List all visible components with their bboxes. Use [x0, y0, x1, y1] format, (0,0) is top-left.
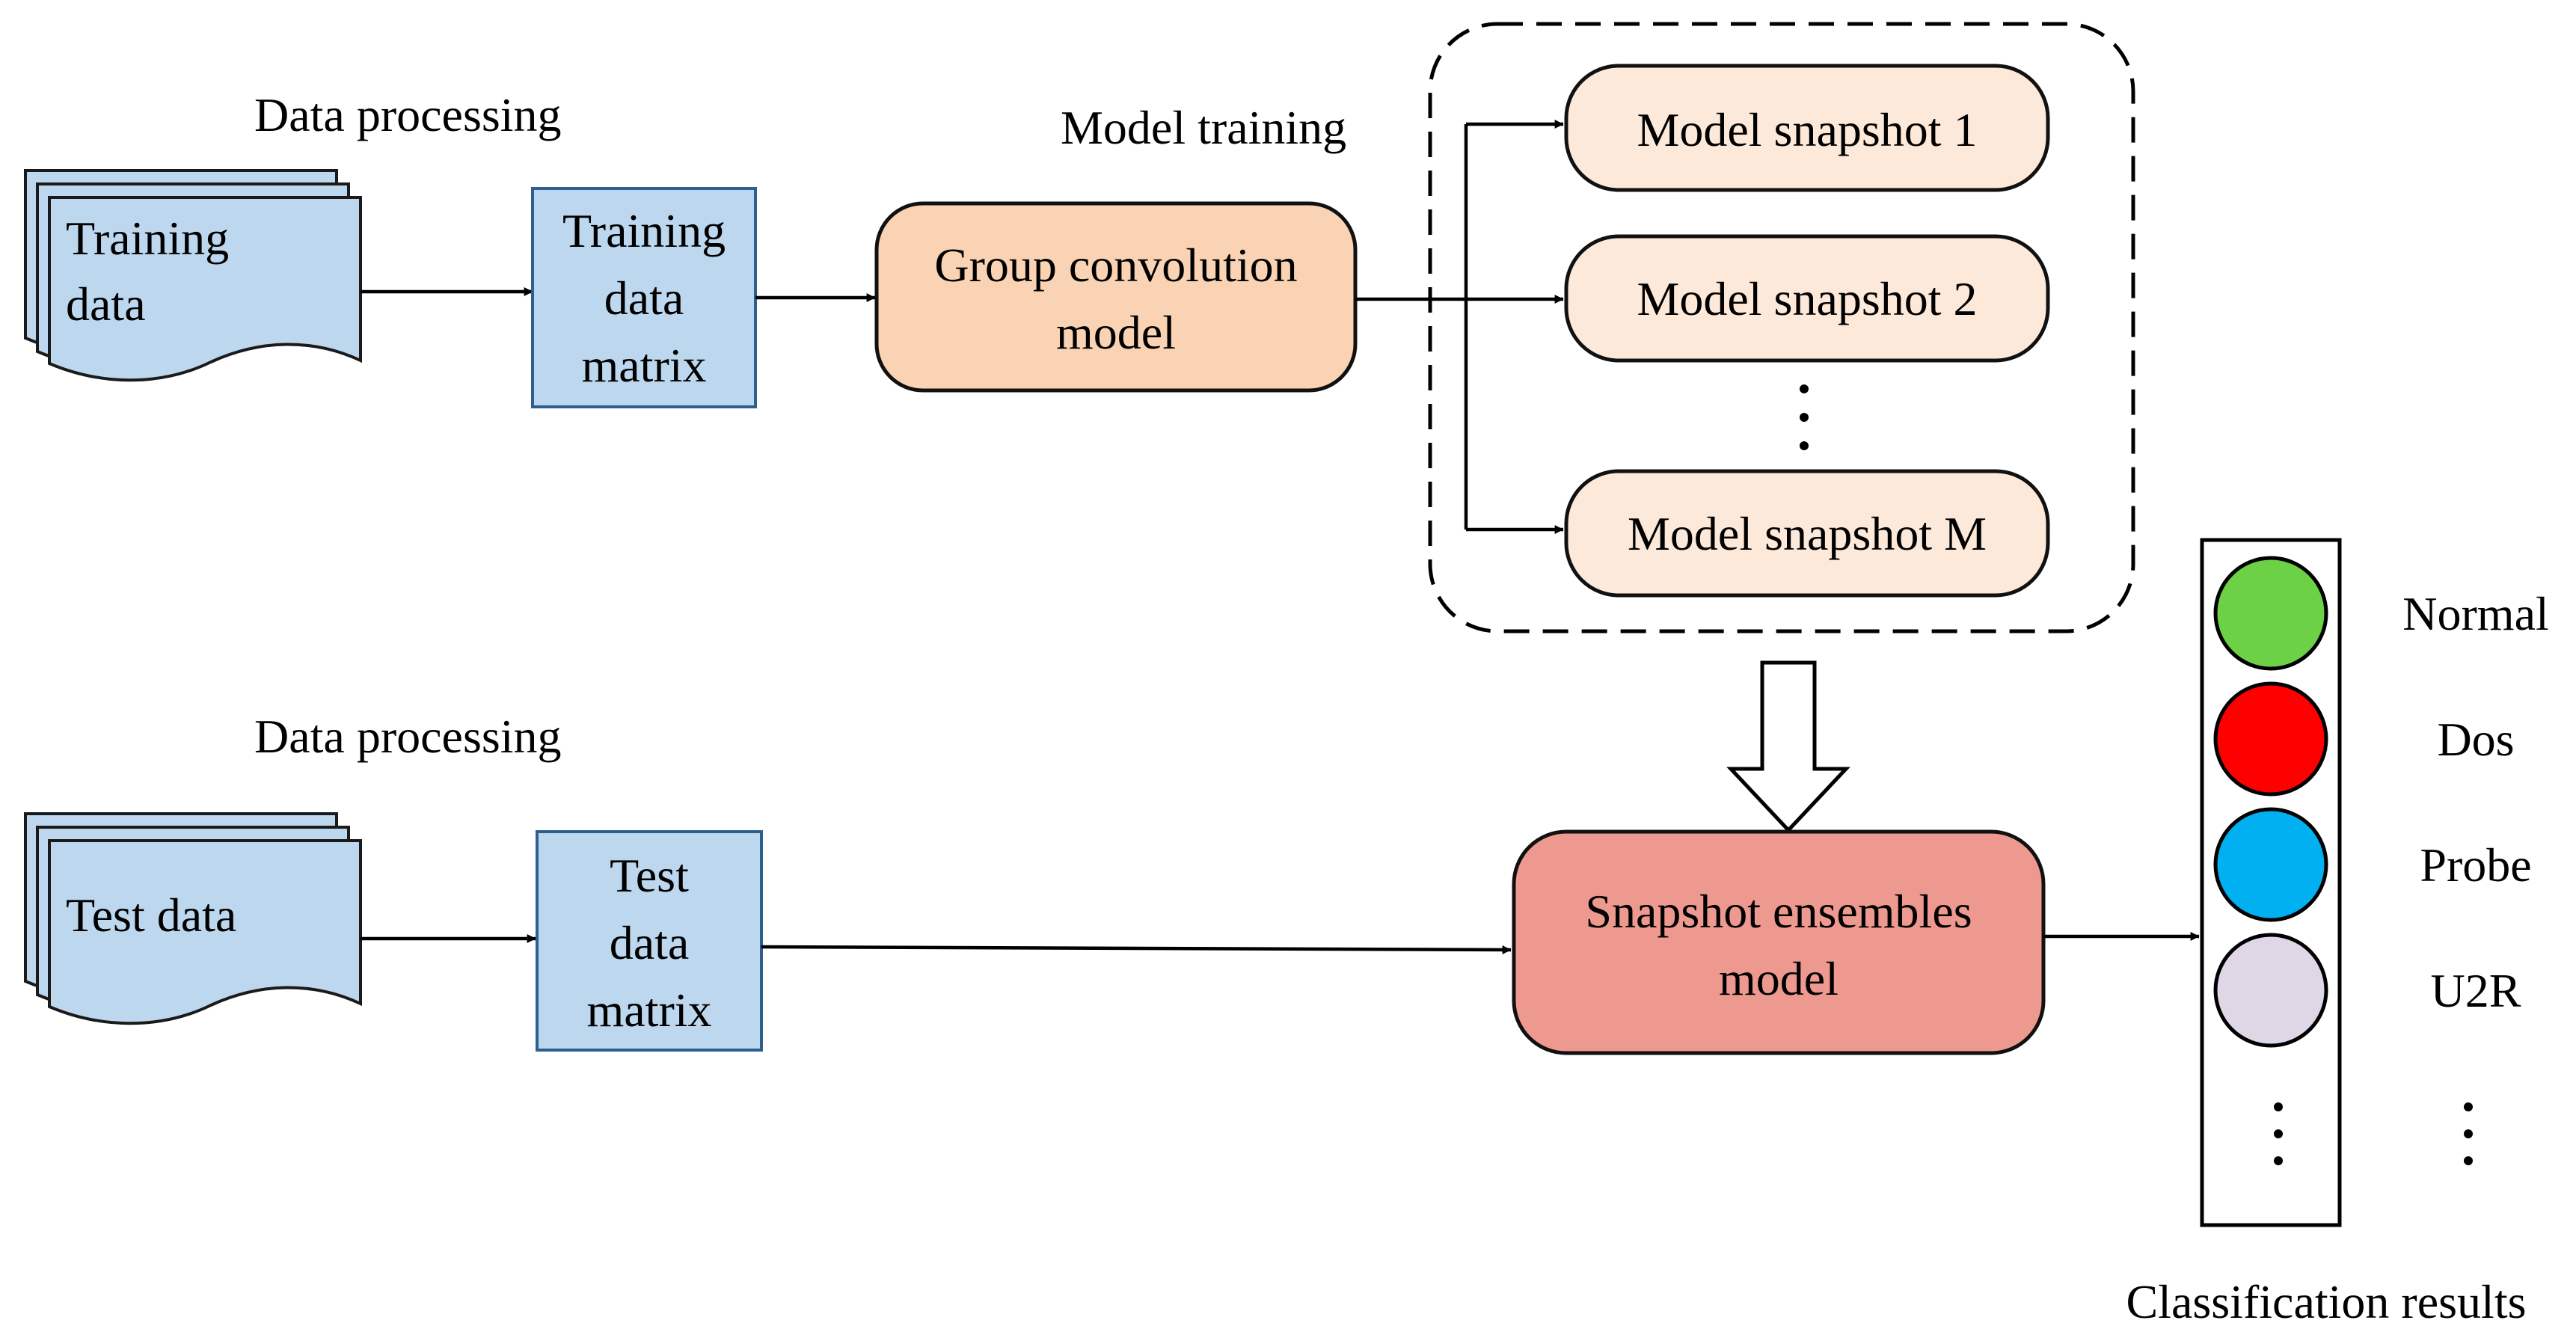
training-matrix-line3: matrix [581, 339, 706, 392]
snapshot-1-label: Model snapshot 1 [1637, 103, 1977, 156]
training-data-label-line1: Training [66, 212, 229, 265]
model-snapshot-m-box: Model snapshot M [1564, 469, 2050, 598]
model-training-label: Model training [1061, 101, 1346, 154]
model-snapshot-1-box: Model snapshot 1 [1564, 64, 2050, 192]
snapshot-ensembles-model-box: Snapshot ensembles model [1512, 829, 2046, 1055]
training-data-matrix-box: Training data matrix [531, 187, 757, 408]
training-matrix-line2: data [604, 271, 684, 325]
data-processing-label-top: Data processing [254, 88, 562, 141]
snapshot-ellipsis [1800, 384, 1809, 450]
group-conv-line1: Group convolution [934, 239, 1297, 292]
training-data-doc: Training data [24, 169, 362, 382]
class-circle-dos [2213, 681, 2328, 797]
classification-results-label: Classification results [2126, 1275, 2526, 1328]
results-ellipsis-left [2274, 1102, 2283, 1165]
group-conv-line2: model [1056, 306, 1176, 359]
class-circle-normal [2213, 556, 2328, 671]
test-data-matrix-box: Test data matrix [536, 830, 763, 1052]
arrow-matrix-to-ensemble [761, 945, 1512, 954]
ensemble-line1: Snapshot ensembles [1585, 885, 1972, 938]
test-data-label: Test data [66, 889, 236, 942]
model-training-region [1428, 22, 2135, 633]
class-circle-probe [2213, 807, 2328, 922]
ensemble-line2: model [1719, 952, 1839, 1005]
class-circle-u2r [2213, 933, 2328, 1048]
ensemble-down-arrow [1726, 660, 1850, 833]
test-matrix-line1: Test [610, 849, 689, 902]
data-processing-label-bottom: Data processing [254, 710, 562, 763]
training-data-label-line2: data [66, 277, 146, 331]
group-convolution-model-box: Group convolution model [874, 201, 1358, 393]
results-ellipsis-right [2464, 1102, 2473, 1165]
test-data-doc: Test data [24, 812, 362, 1025]
class-label-u2r: U2R [2431, 964, 2521, 1017]
class-label-dos: Dos [2437, 713, 2514, 766]
model-snapshot-2-box: Model snapshot 2 [1564, 234, 2050, 363]
test-matrix-line3: matrix [586, 983, 711, 1037]
snapshot-m-label: Model snapshot M [1628, 507, 1987, 560]
snapshot-2-label: Model snapshot 2 [1637, 272, 1977, 325]
class-label-probe: Probe [2420, 838, 2531, 892]
training-matrix-line1: Training [562, 204, 726, 257]
test-matrix-line2: data [610, 916, 690, 969]
class-label-normal: Normal [2402, 587, 2549, 640]
